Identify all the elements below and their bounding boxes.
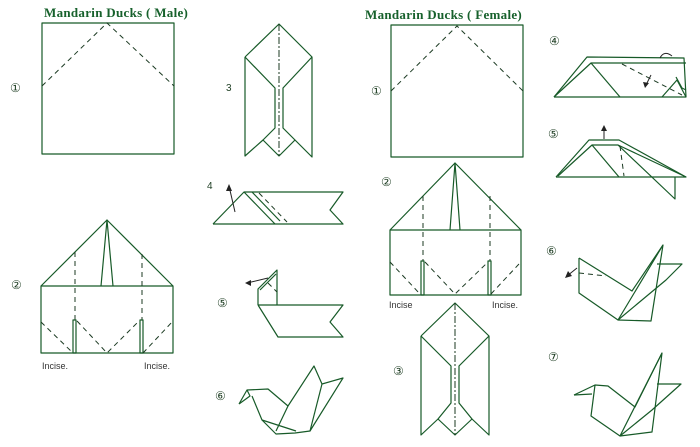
male-step-3-label: 3 (226, 83, 232, 94)
male-step-4-label: 4 (207, 181, 213, 192)
female-step-6-label: ⑥ (546, 244, 557, 258)
male-title: Mandarin Ducks ( Male) (44, 5, 189, 20)
male-step-3-fold (244, 23, 313, 158)
female-step-4-label: ④ (549, 34, 560, 48)
arrow-down-icon (643, 82, 649, 88)
arrow-up-icon (601, 125, 607, 131)
male-step-4-fold (212, 184, 344, 225)
female-step-7-duck (573, 352, 682, 437)
male-step-6-label: ⑥ (215, 389, 226, 403)
female-step-3-fold (420, 302, 490, 436)
male-incise-right: Incise. (144, 361, 171, 371)
female-title: Mandarin Ducks ( Female) (365, 7, 523, 22)
male-step-6-duck (238, 365, 344, 435)
male-step-5-label: ⑤ (217, 296, 228, 310)
female-incise-left: Incise (389, 300, 413, 310)
female-step-5-label: ⑤ (548, 127, 559, 141)
female-step-6-duck (565, 244, 683, 322)
female-step-1-label: ① (371, 84, 382, 98)
female-step-1-square (390, 24, 524, 158)
male-step-2-label: ② (11, 278, 22, 292)
female-step-7-label: ⑦ (548, 350, 559, 364)
male-step-1-square (41, 22, 175, 155)
male-step-1-label: ① (10, 81, 21, 95)
fold-over-arrow-icon (659, 52, 673, 59)
arrow-left-icon (245, 280, 251, 286)
female-step-2-label: ② (381, 175, 392, 189)
arrow-up-icon (226, 184, 232, 191)
male-incise-left: Incise. (42, 361, 69, 371)
female-step-3-label: ③ (393, 364, 404, 378)
female-step-2-fold (389, 162, 522, 296)
male-step-2-fold (40, 219, 174, 354)
female-step-4-fold (553, 52, 687, 98)
female-step-5-fold (555, 125, 687, 200)
female-incise-right: Incise. (492, 300, 519, 310)
male-step-5-fold (245, 269, 344, 338)
arrow-down-left-icon (565, 271, 572, 278)
